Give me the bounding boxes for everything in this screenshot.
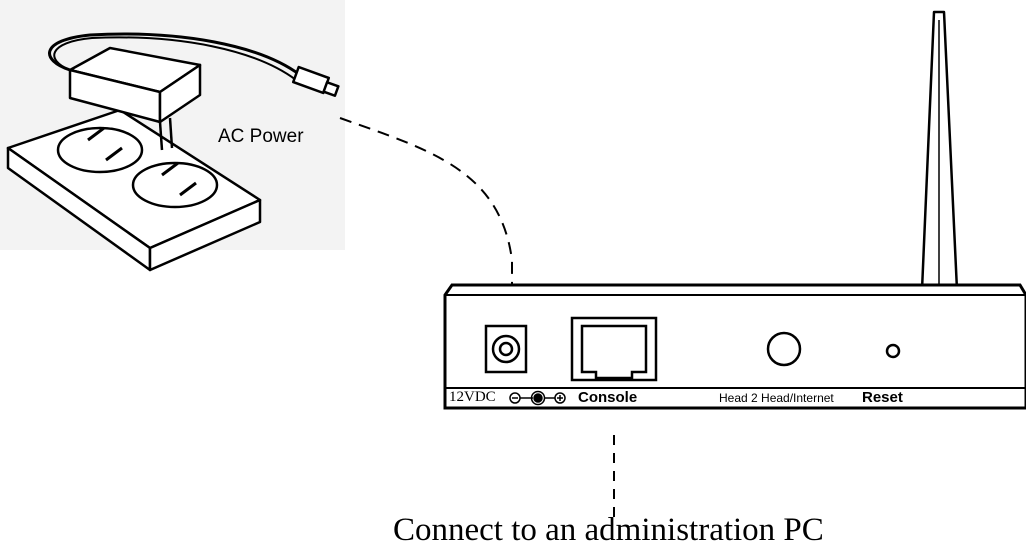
reset-label: Reset: [862, 389, 903, 406]
power-cable-dashed-line: [339, 117, 513, 285]
power-adapter-icon: [48, 32, 340, 151]
power-outlet-icon: [6, 108, 262, 272]
ac-power-label: AC Power: [218, 126, 304, 147]
dc-polarity-icon: [509, 390, 566, 406]
head2head-internet-label: Head 2 Head/Internet: [719, 391, 834, 405]
reset-button: [885, 343, 901, 359]
admin-pc-caption: Connect to an administration PC: [393, 512, 824, 548]
dc-input-label: 12VDC: [449, 389, 496, 405]
console-port: [570, 316, 658, 382]
head2head-internet-port: [766, 331, 802, 367]
console-label: Console: [578, 389, 638, 406]
dc-power-jack: [484, 324, 528, 374]
router-back-panel: [443, 283, 1026, 410]
